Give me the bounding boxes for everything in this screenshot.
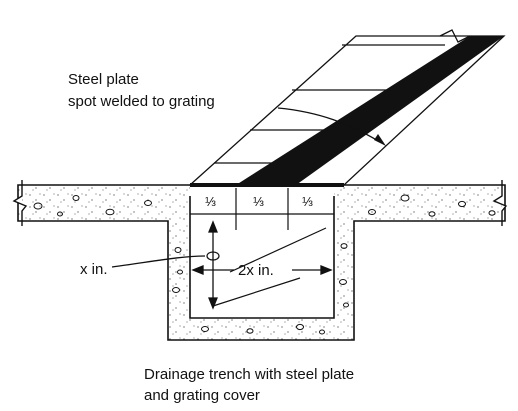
section-marks [206, 227, 327, 307]
plate-label-arrowhead [374, 134, 386, 146]
third-label-2: ⅓ [253, 194, 264, 209]
width-label: 2x in. [238, 262, 274, 279]
depth-label-leader [111, 255, 206, 268]
caption-line1: Drainage trench with steel plate [144, 366, 354, 383]
depth-dimension [208, 220, 218, 310]
third-label-1: ⅓ [205, 194, 216, 209]
plate-label-line2: spot welded to grating [68, 93, 215, 110]
plate-label-line1: Steel plate [68, 71, 139, 88]
third-label-3: ⅓ [302, 194, 313, 209]
break-line-right [492, 180, 508, 226]
steel-plate [236, 36, 504, 185]
caption-line2: and grating cover [144, 387, 260, 404]
plate-label-leader [277, 107, 381, 143]
third-dividers [235, 188, 289, 230]
width-dimension [191, 265, 333, 275]
break-line-left [12, 180, 28, 226]
depth-label: x in. [80, 261, 108, 278]
grating-break-mark [439, 29, 471, 43]
aggregate-stones [33, 194, 496, 335]
